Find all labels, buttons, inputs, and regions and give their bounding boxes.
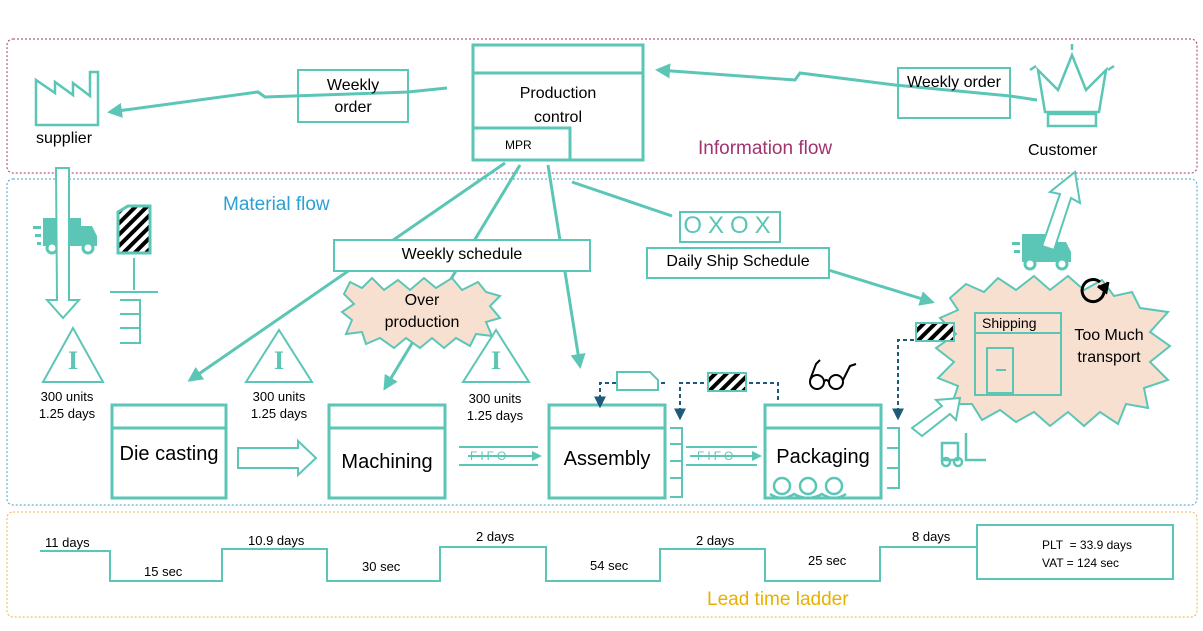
shipping-dock-icon [974, 312, 1062, 396]
weekly-schedule-label: Weekly schedule [401, 246, 523, 263]
production-control-box [471, 43, 645, 162]
withdrawal-kanban-icon [915, 322, 955, 342]
inventory-qty-3: 300 units [468, 391, 522, 406]
inventory-time-2: 1.25 days [250, 406, 308, 421]
process-box-die-casting [110, 403, 228, 500]
ladder-process-1: 15 sec [144, 564, 183, 579]
push-arrow-icon [910, 396, 962, 438]
lead-time-ladder-line [40, 546, 977, 582]
ladder-wait-5: 8 days [912, 529, 951, 544]
process-machining-label: Machining [341, 451, 433, 473]
mpr-label: MPR [505, 138, 532, 152]
weekly-order-right-label: Weekly order [907, 74, 1001, 91]
kanban-loop-shipping [892, 339, 942, 421]
ladder-wait-4: 2 days [696, 533, 735, 548]
info-arrow-to-production-control [655, 63, 1038, 102]
daily-ship-schedule-label: Daily Ship Schedule [666, 253, 810, 270]
production-kanban-icon [616, 371, 659, 391]
crown-icon [1029, 44, 1115, 128]
supermarket-icon [670, 427, 900, 498]
inventory-symbol-3: I [490, 346, 502, 375]
overproduction-label: Over production [384, 292, 460, 331]
information-flow-region [6, 38, 1198, 174]
info-arrow-to-supplier [107, 86, 448, 118]
inventory-triangle-3 [461, 328, 531, 383]
transport-label: Too Much transport [1074, 327, 1144, 366]
inventory-symbol-1: I [67, 346, 79, 375]
schedule-arrow-machining [383, 164, 522, 391]
process-die-casting-label: Die casting [119, 443, 219, 465]
lead-time-summary-box [976, 524, 1174, 580]
process-box-machining [327, 403, 447, 500]
customer-label: Customer [1028, 142, 1098, 159]
production-control-title: Production control [519, 85, 597, 126]
withdrawal-kanban-icon [707, 372, 747, 392]
ladder-wait-3: 2 days [476, 529, 515, 544]
information-flow-title: Information flow [698, 138, 833, 159]
glasses-icon [809, 359, 857, 390]
schedule-arrow-shipping [821, 266, 935, 306]
push-arrow-icon [237, 438, 318, 478]
factory-icon [34, 70, 100, 127]
shipment-arrow-in [44, 167, 82, 320]
process-box-packaging [763, 403, 883, 500]
vat-label: VAT = 124 sec [1042, 556, 1120, 570]
cycle-icon [1080, 278, 1110, 304]
fifo-lane-2 [686, 446, 762, 466]
weekly-order-left-label: Weekly order [326, 77, 380, 116]
ladder-process-3: 54 sec [590, 558, 629, 573]
plt-label: PLT = 33.9 days [1042, 538, 1132, 552]
load-leveling-box [679, 211, 781, 243]
lead-time-region [6, 511, 1198, 618]
kanban-post-icon [110, 204, 158, 344]
process-assembly-label: Assembly [563, 448, 651, 470]
inventory-qty-2: 300 units [252, 389, 306, 404]
kaizen-burst-overproduction [340, 276, 502, 350]
weekly-schedule-box [333, 239, 591, 272]
fifo-label-1: FIFO [470, 449, 510, 463]
ladder-process-2: 30 sec [362, 559, 401, 574]
inventory-time-1: 1.25 days [38, 406, 96, 421]
ladder-process-4: 25 sec [808, 553, 847, 568]
fifo-label-2: FIFO [697, 449, 737, 463]
material-flow-region [6, 178, 1198, 506]
shipment-arrow-out [1040, 170, 1082, 252]
operators-icon [769, 476, 847, 500]
inventory-symbol-2: I [273, 346, 285, 375]
ladder-wait-1: 11 days [45, 535, 90, 550]
fifo-lane-1 [459, 446, 542, 466]
inventory-triangle-1 [41, 325, 105, 383]
lead-time-ladder-title: Lead time ladder [707, 589, 849, 610]
daily-ship-schedule-box [646, 247, 830, 279]
truck-icon [1012, 234, 1071, 271]
schedule-arrow-daily [571, 180, 673, 218]
ladder-wait-2: 10.9 days [248, 533, 305, 548]
forklift-icon [940, 433, 986, 468]
inventory-qty-1: 300 units [40, 389, 94, 404]
material-flow-title: Material flow [223, 194, 330, 215]
shipping-label: Shipping [982, 315, 1037, 331]
inventory-time-3: 1.25 days [466, 408, 524, 423]
load-leveling-label: OXOX [683, 212, 777, 239]
process-packaging-label: Packaging [776, 446, 870, 468]
inventory-triangle-2 [244, 328, 314, 383]
process-box-assembly [547, 403, 667, 500]
supplier-label: supplier [36, 130, 93, 147]
